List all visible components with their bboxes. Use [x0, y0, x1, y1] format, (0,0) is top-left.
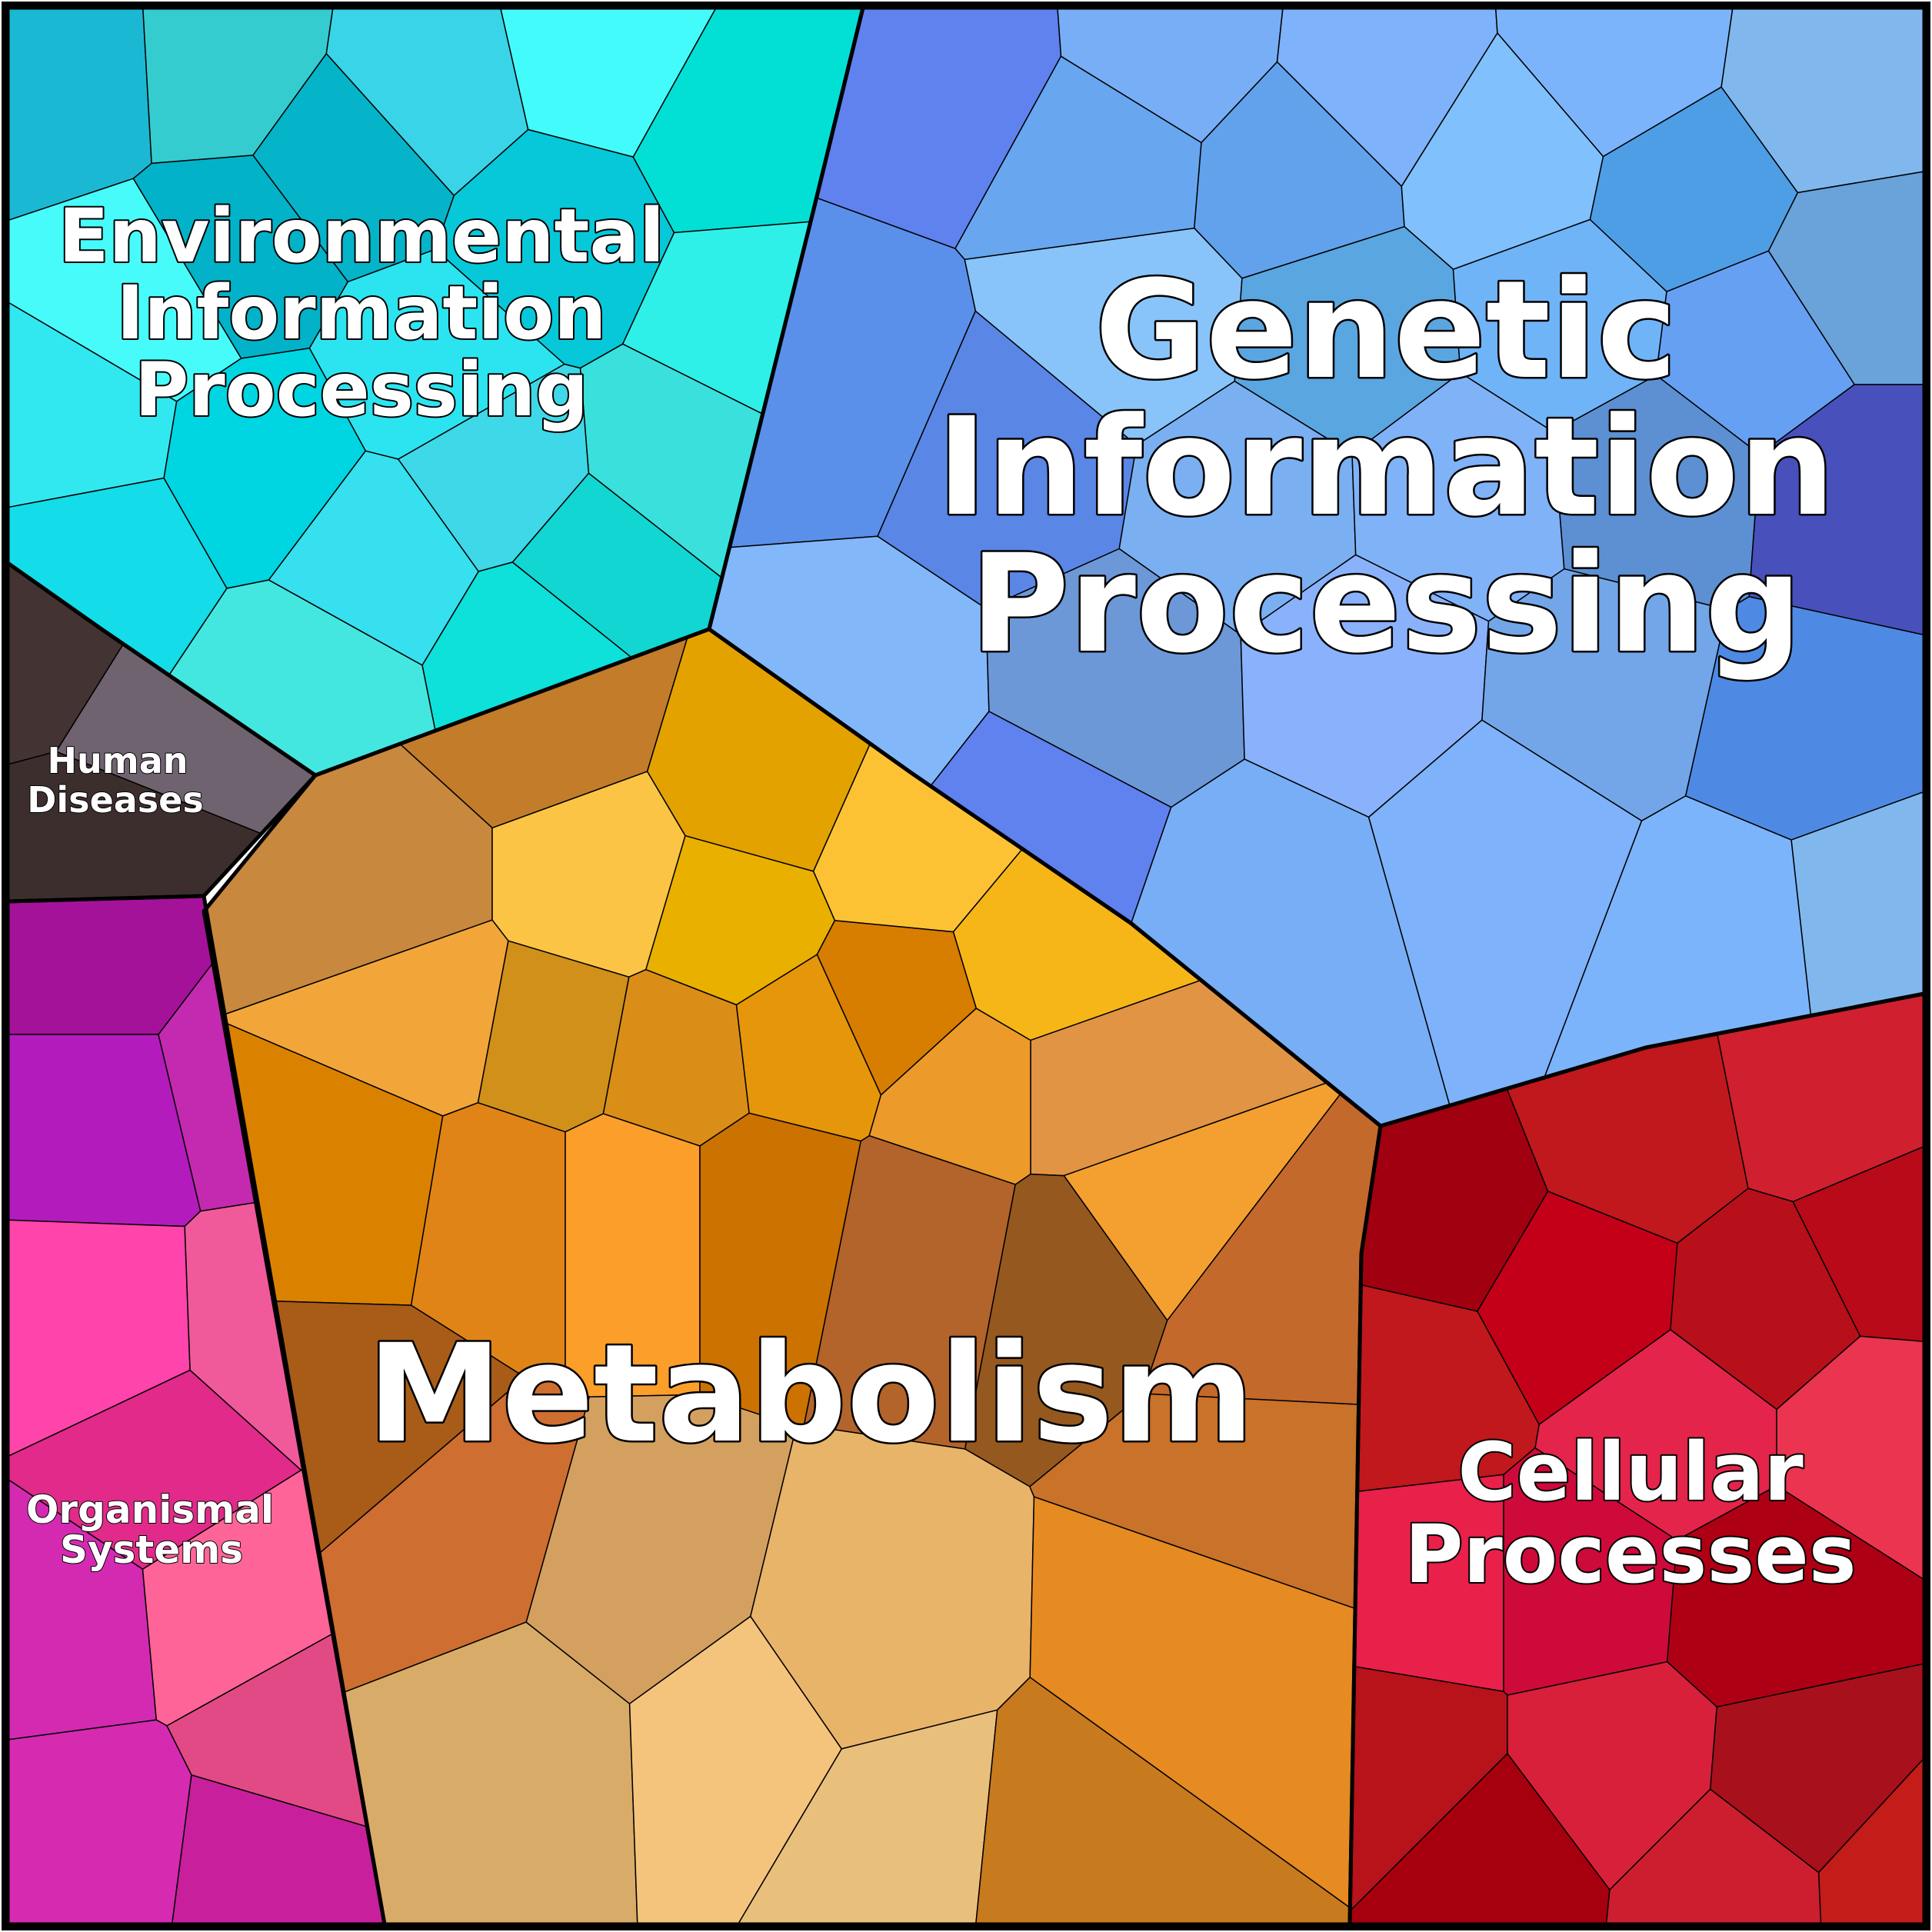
label-human-diseases-line-1: Human: [48, 740, 188, 781]
region-label-metabolism: Metabolism: [365, 1314, 1256, 1475]
label-cellular-line-2: Processes: [1404, 1507, 1856, 1601]
label-cellular-line-1: Cellular: [1457, 1425, 1803, 1519]
region-cellular: [1349, 993, 1925, 1925]
label-genetic-line-2: Information: [937, 388, 1835, 546]
region-environmental: [7, 7, 864, 776]
region-human-diseases: [7, 562, 316, 902]
region-label-genetic: Genetic Information Processing: [935, 250, 1837, 685]
label-environmental-line-1: Environmental: [58, 193, 665, 279]
region-metabolism: [203, 628, 1381, 1925]
label-environmental-line-2: Information: [116, 270, 606, 356]
label-human-diseases-line-2: Diseases: [27, 779, 204, 821]
label-genetic-line-1: Genetic: [1094, 251, 1677, 409]
label-metabolism: Metabolism: [367, 1315, 1254, 1473]
region-label-organismal: Organismal Systems: [25, 1487, 275, 1573]
region-genetic: [708, 7, 1925, 1127]
organismal-cell: [7, 1719, 192, 1925]
label-environmental-line-3: Processing: [135, 347, 588, 433]
region-label-human-diseases: Human Diseases: [26, 739, 205, 821]
region-label-cellular: Cellular Processes: [1403, 1424, 1857, 1603]
cell-layer: [7, 7, 1925, 1925]
label-genetic-line-3: Processing: [970, 525, 1802, 683]
label-organismal-line-1: Organismal: [26, 1487, 274, 1532]
label-organismal-line-2: Systems: [60, 1527, 243, 1572]
region-label-environmental: Environmental Information Processing: [57, 192, 666, 435]
